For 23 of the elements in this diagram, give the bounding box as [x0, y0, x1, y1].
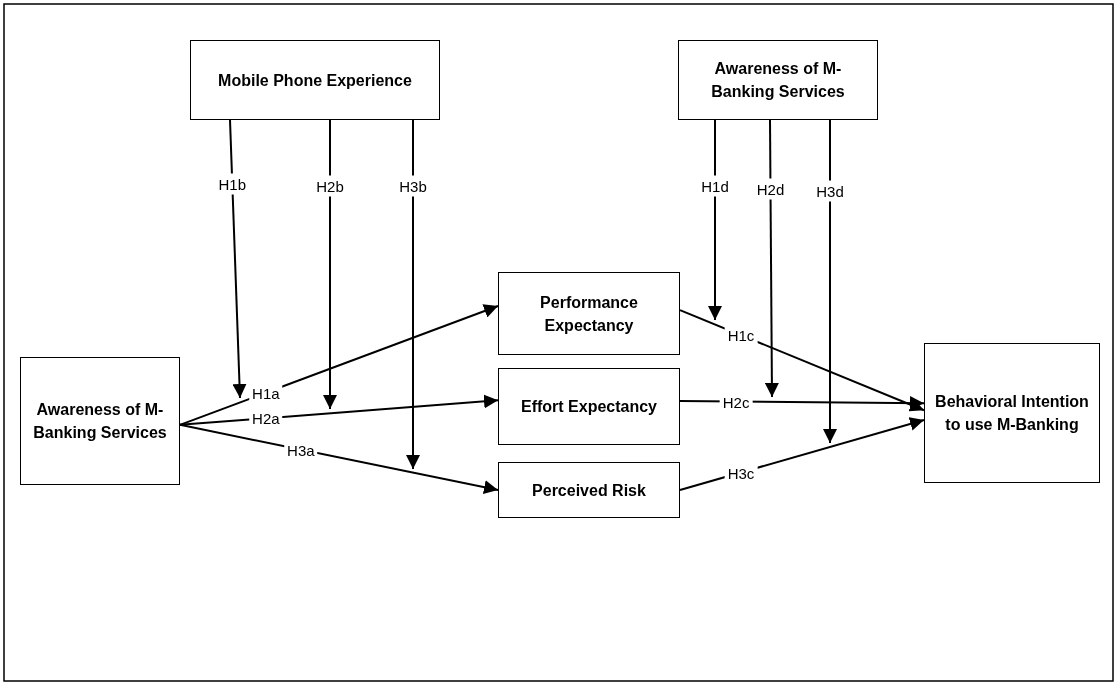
arrow: [764, 119, 779, 398]
construct-box: [498, 462, 680, 518]
construct-label: Awareness of M-Banking Services: [710, 59, 846, 102]
construct-box: [20, 357, 180, 485]
arrow: [323, 119, 337, 410]
construct-box: [190, 40, 440, 120]
construct-label: Effort Expectancy: [520, 397, 657, 417]
construct-label: Behavioral Intention to use M-Banking: [935, 392, 1089, 435]
construct-box: [498, 272, 680, 355]
construct-label: Mobile Phone Experience: [218, 70, 412, 91]
arrow: [708, 119, 722, 321]
construct-label: Awareness of M-Banking Services: [32, 400, 168, 443]
construct-box: [924, 343, 1100, 483]
construct-label: Performance Expectancy: [539, 292, 639, 336]
arrow: [179, 423, 499, 495]
arrow: [229, 119, 247, 399]
construct-box: [498, 368, 680, 445]
edge-label: H1c: [724, 324, 758, 346]
arrow: [179, 304, 499, 426]
construct-label: Perceived Risk: [532, 480, 646, 501]
arrow: [406, 119, 420, 470]
arrow: [823, 119, 837, 444]
construct-box: [678, 40, 878, 120]
